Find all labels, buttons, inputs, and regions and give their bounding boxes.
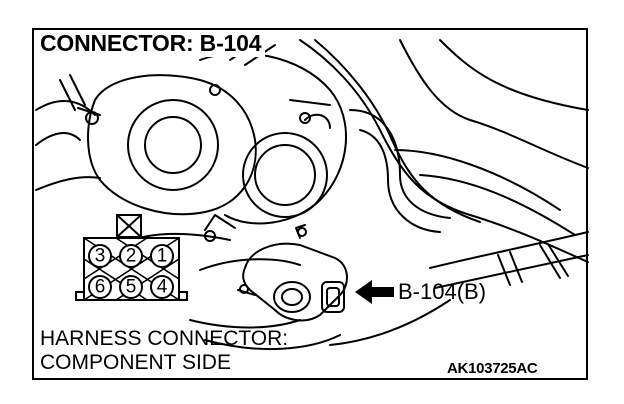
pin-3: 3 [95, 246, 106, 267]
pin-6: 6 [95, 277, 106, 298]
pin-5: 5 [126, 277, 137, 298]
pin-2: 2 [126, 246, 137, 267]
figure-code: AK103725AC [447, 360, 538, 377]
connector-callout-label: B-104(B) [398, 279, 487, 304]
harness-caption-line2: COMPONENT SIDE [40, 351, 231, 374]
left-arrow-icon [355, 280, 394, 304]
lock-tab-icon [116, 214, 142, 238]
pin-1: 1 [157, 246, 168, 267]
harness-connector-diagram: 3 2 1 6 5 4 [75, 214, 188, 301]
diagram-frame [32, 28, 588, 380]
harness-caption-line1: HARNESS CONNECTOR: [40, 327, 289, 350]
connector-title: CONNECTOR: B-104 [40, 30, 266, 57]
pin-4: 4 [157, 277, 168, 298]
